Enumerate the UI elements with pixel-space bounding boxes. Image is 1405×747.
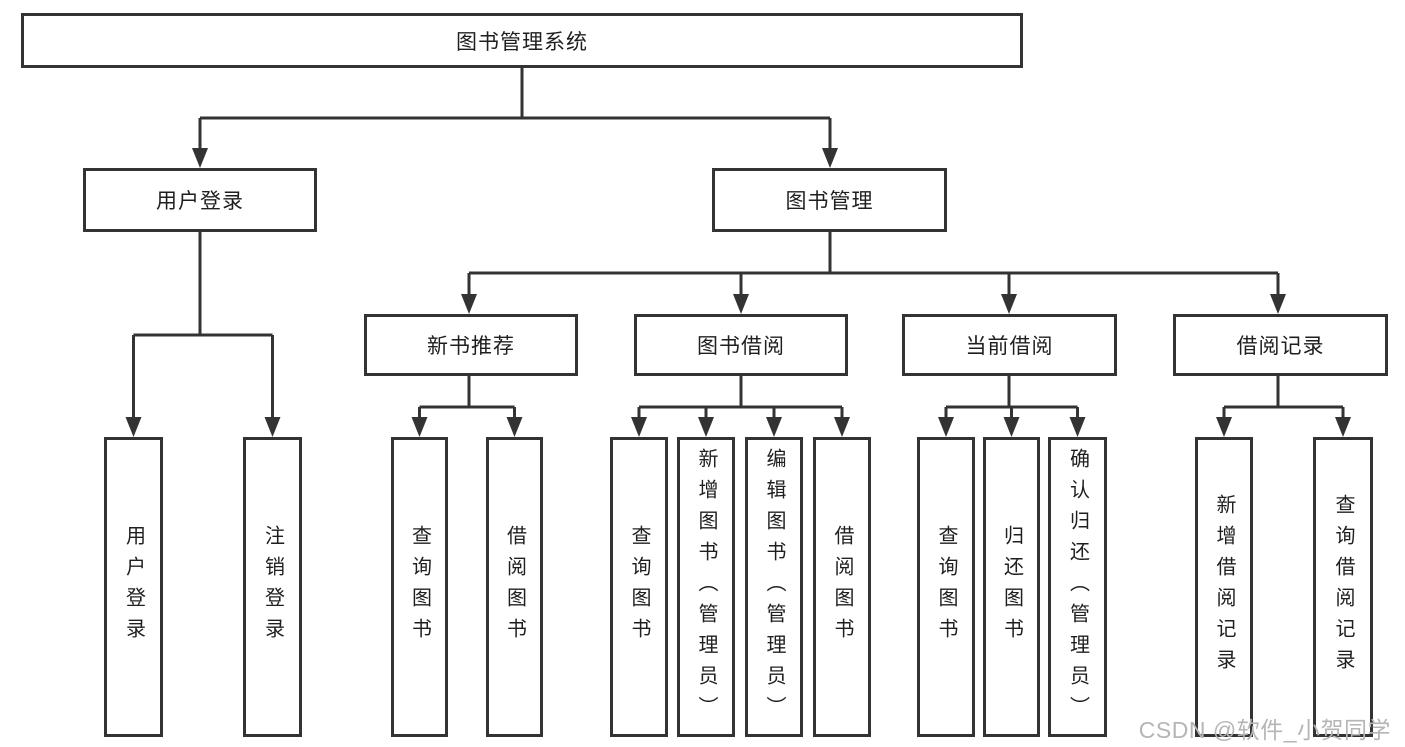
leaf-add-borrow-record: 新增借阅记录 [1195,437,1253,737]
leaf-confirm-return-admin-label: 确认归还（管理员） [1066,447,1089,727]
leaf-query-books-current: 查询图书 [917,437,975,737]
leaf-borrow-books-borrowing-label: 借阅图书 [831,525,853,649]
leaf-query-books-recommend: 查询图书 [391,437,448,737]
leaf-borrow-books-recommend-label: 借阅图书 [503,525,526,649]
leaf-edit-books-admin-label: 编辑图书（管理员） [763,447,785,727]
leaf-user-login-label: 用户登录 [122,525,145,649]
leaf-add-books-admin-label: 新增图书（管理员） [695,447,717,727]
leaf-query-borrow-record-label: 查询借阅记录 [1332,494,1354,680]
leaf-logout: 注销登录 [243,437,302,737]
connector-current-to-leaves [944,376,1079,422]
leaf-add-books-admin: 新增图书（管理员） [677,437,735,737]
leaf-user-login: 用户登录 [104,437,163,737]
node-borrowing-records: 借阅记录 [1173,314,1388,376]
connector-userlogin-to-leaves [132,232,274,421]
node-current-borrowing: 当前借阅 [902,314,1117,376]
connector-root-to-level2 [198,66,832,152]
node-book-management: 图书管理 [712,168,947,232]
node-book-management-label: 图书管理 [785,190,874,213]
node-user-login-label: 用户登录 [156,190,244,213]
node-book-borrowing-label: 图书借阅 [697,335,785,358]
leaf-confirm-return-admin: 确认归还（管理员） [1048,437,1107,737]
node-current-borrowing-label: 当前借阅 [965,335,1054,358]
arrowheads-level3 [461,294,1286,314]
connector-newbook-to-leaves [418,376,516,422]
leaf-query-books-recommend-label: 查询图书 [408,525,431,649]
leaf-return-books: 归还图书 [983,437,1040,737]
node-new-book-recommend-label: 新书推荐 [427,335,515,358]
arrowheads-leaves [125,417,1351,437]
csdn-watermark: CSDN @软件_小贺同学 [1138,717,1391,743]
connector-bookmgmt-to-level3 [467,232,1280,300]
leaf-edit-books-admin: 编辑图书（管理员） [745,437,803,737]
leaf-borrow-books-borrowing: 借阅图书 [813,437,871,737]
node-library-system: 图书管理系统 [21,13,1023,68]
connector-records-to-leaves [1222,376,1345,422]
leaf-query-books-borrowing-label: 查询图书 [628,525,650,649]
node-borrowing-records-label: 借阅记录 [1236,335,1325,358]
arrowheads-level2 [192,148,838,168]
node-new-book-recommend: 新书推荐 [364,314,578,376]
leaf-query-borrow-record: 查询借阅记录 [1313,437,1373,737]
node-library-system-label: 图书管理系统 [456,30,588,54]
node-user-login: 用户登录 [83,168,317,232]
leaf-logout-label: 注销登录 [261,525,284,649]
leaf-query-books-borrowing: 查询图书 [610,437,668,737]
leaf-borrow-books-recommend: 借阅图书 [486,437,543,737]
connector-borrowing-to-leaves [637,376,844,422]
leaf-add-borrow-record-label: 新增借阅记录 [1213,494,1235,680]
node-book-borrowing: 图书借阅 [634,314,848,376]
leaf-query-books-current-label: 查询图书 [935,525,957,649]
leaf-return-books-label: 归还图书 [1000,525,1023,649]
